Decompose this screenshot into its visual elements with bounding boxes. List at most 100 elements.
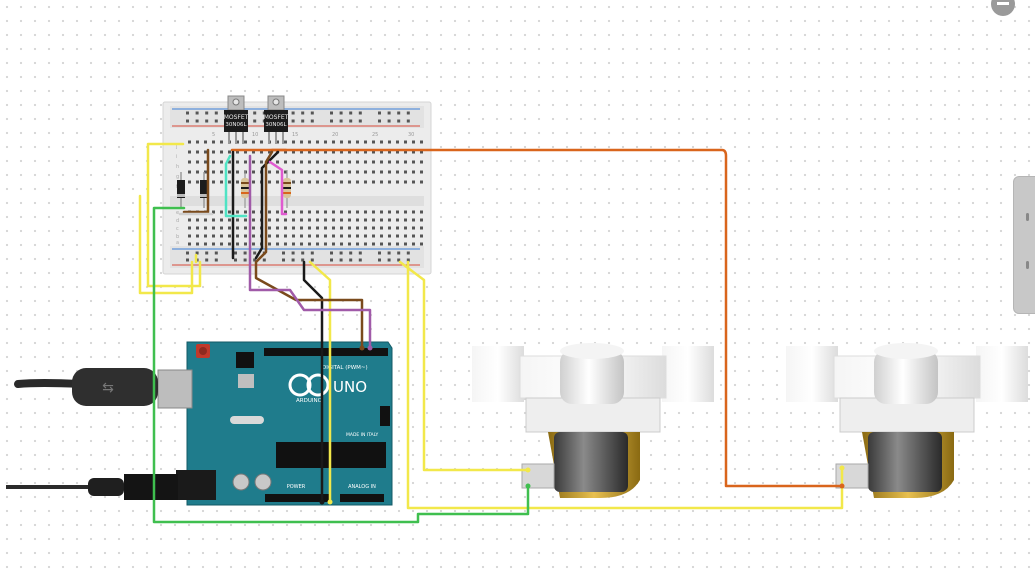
rail-hole[interactable]: [301, 119, 305, 123]
breadboard-hole[interactable]: [324, 170, 327, 174]
breadboard-hole[interactable]: [372, 140, 375, 144]
breadboard-hole[interactable]: [252, 234, 255, 238]
breadboard-hole[interactable]: [316, 242, 319, 246]
breadboard-hole[interactable]: [356, 150, 359, 154]
breadboard-hole[interactable]: [372, 234, 375, 238]
breadboard-hole[interactable]: [396, 226, 399, 230]
breadboard-hole[interactable]: [316, 234, 319, 238]
breadboard-hole[interactable]: [364, 242, 367, 246]
breadboard-hole[interactable]: [236, 218, 239, 222]
breadboard-hole[interactable]: [284, 218, 287, 222]
rail-hole[interactable]: [387, 251, 391, 255]
rail-hole[interactable]: [330, 251, 333, 255]
breadboard-hole[interactable]: [356, 140, 359, 144]
rail-hole[interactable]: [378, 111, 381, 115]
breadboard-hole[interactable]: [292, 218, 295, 222]
breadboard-hole[interactable]: [316, 160, 319, 164]
breadboard-hole[interactable]: [356, 170, 359, 174]
breadboard-hole[interactable]: [220, 226, 223, 230]
diode-1[interactable]: [177, 172, 185, 208]
breadboard-hole[interactable]: [252, 210, 255, 214]
breadboard-hole[interactable]: [388, 218, 391, 222]
breadboard-hole[interactable]: [332, 160, 335, 164]
breadboard-hole[interactable]: [212, 242, 215, 246]
breadboard-hole[interactable]: [316, 140, 319, 144]
breadboard-hole[interactable]: [388, 180, 391, 184]
rail-hole[interactable]: [291, 251, 295, 255]
breadboard-hole[interactable]: [284, 140, 287, 144]
breadboard-hole[interactable]: [300, 170, 303, 174]
digital-header[interactable]: [264, 348, 388, 356]
breadboard-hole[interactable]: [268, 210, 271, 214]
breadboard-hole[interactable]: [364, 218, 367, 222]
breadboard-hole[interactable]: [324, 180, 327, 184]
breadboard-hole[interactable]: [364, 170, 367, 174]
breadboard-hole[interactable]: [372, 180, 375, 184]
breadboard-hole[interactable]: [324, 160, 327, 164]
breadboard-hole[interactable]: [292, 160, 295, 164]
breadboard-hole[interactable]: [420, 210, 423, 214]
breadboard-hole[interactable]: [276, 226, 279, 230]
breadboard-hole[interactable]: [212, 140, 215, 144]
rail-hole[interactable]: [378, 119, 381, 123]
breadboard-hole[interactable]: [212, 150, 215, 154]
breadboard-hole[interactable]: [236, 242, 239, 246]
breadboard-hole[interactable]: [268, 170, 271, 174]
breadboard-hole[interactable]: [404, 150, 407, 154]
breadboard-hole[interactable]: [356, 226, 359, 230]
breadboard-hole[interactable]: [316, 180, 319, 184]
breadboard-hole[interactable]: [236, 160, 239, 164]
breadboard-hole[interactable]: [196, 226, 199, 230]
breadboard-hole[interactable]: [188, 150, 191, 154]
breadboard-hole[interactable]: [220, 140, 223, 144]
rail-hole[interactable]: [186, 111, 189, 115]
breadboard-hole[interactable]: [308, 226, 311, 230]
rail-hole[interactable]: [349, 111, 353, 115]
rail-hole[interactable]: [339, 111, 343, 115]
breadboard-hole[interactable]: [348, 226, 351, 230]
rail-hole[interactable]: [234, 258, 237, 262]
breadboard-hole[interactable]: [372, 160, 375, 164]
rail-hole[interactable]: [195, 119, 199, 123]
breadboard-hole[interactable]: [316, 210, 319, 214]
breadboard-hole[interactable]: [276, 218, 279, 222]
breadboard-hole[interactable]: [364, 226, 367, 230]
breadboard-hole[interactable]: [308, 242, 311, 246]
breadboard-hole[interactable]: [308, 234, 311, 238]
dc-jack[interactable]: [176, 470, 216, 500]
breadboard-hole[interactable]: [244, 140, 247, 144]
breadboard-hole[interactable]: [388, 170, 391, 174]
breadboard-hole[interactable]: [212, 170, 215, 174]
breadboard-hole[interactable]: [308, 210, 311, 214]
breadboard-hole[interactable]: [252, 150, 255, 154]
breadboard-hole[interactable]: [364, 150, 367, 154]
breadboard-hole[interactable]: [372, 218, 375, 222]
breadboard-hole[interactable]: [284, 210, 287, 214]
rail-hole[interactable]: [234, 251, 237, 255]
breadboard-hole[interactable]: [196, 218, 199, 222]
breadboard-hole[interactable]: [284, 170, 287, 174]
breadboard-hole[interactable]: [332, 170, 335, 174]
breadboard-hole[interactable]: [188, 234, 191, 238]
rail-hole[interactable]: [378, 258, 381, 262]
breadboard-hole[interactable]: [228, 242, 231, 246]
rail-hole[interactable]: [301, 251, 305, 255]
breadboard-hole[interactable]: [340, 210, 343, 214]
breadboard-hole[interactable]: [380, 234, 383, 238]
rail-hole[interactable]: [310, 119, 314, 123]
breadboard-hole[interactable]: [292, 210, 295, 214]
rail-hole[interactable]: [282, 251, 285, 255]
breadboard-hole[interactable]: [340, 180, 343, 184]
rail-hole[interactable]: [387, 119, 391, 123]
breadboard-hole[interactable]: [228, 150, 231, 154]
rail-hole[interactable]: [339, 119, 343, 123]
breadboard-hole[interactable]: [396, 234, 399, 238]
breadboard-hole[interactable]: [300, 242, 303, 246]
breadboard-hole[interactable]: [284, 160, 287, 164]
breadboard-hole[interactable]: [380, 226, 383, 230]
breadboard-hole[interactable]: [412, 218, 415, 222]
breadboard-hole[interactable]: [236, 170, 239, 174]
breadboard-hole[interactable]: [196, 234, 199, 238]
breadboard-hole[interactable]: [292, 180, 295, 184]
breadboard-hole[interactable]: [372, 210, 375, 214]
